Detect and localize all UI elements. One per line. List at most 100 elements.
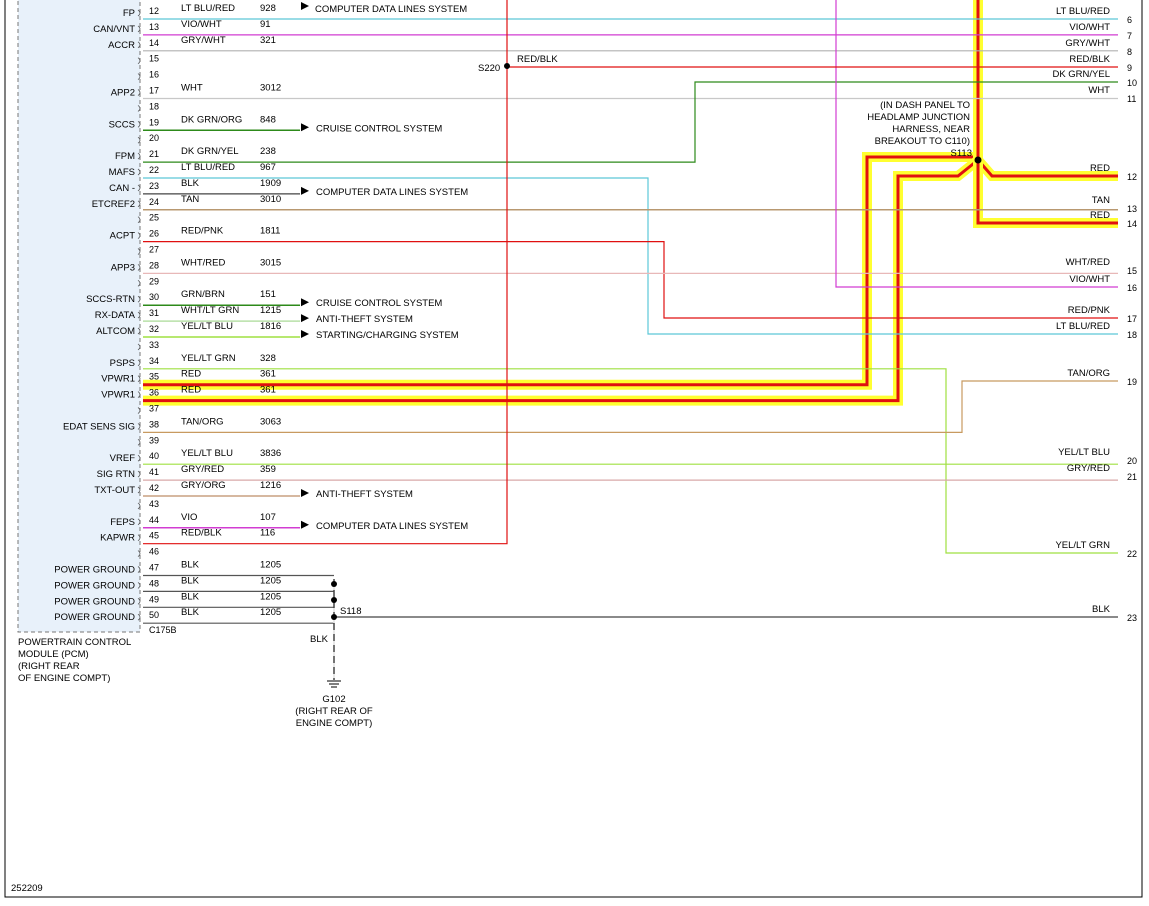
wire-pin21 bbox=[143, 81, 1118, 163]
pin-function-label: POWER GROUND bbox=[54, 565, 135, 576]
pin-number: 30 bbox=[149, 292, 159, 302]
wire-color-label: YEL/LT BLU bbox=[181, 321, 233, 332]
system-label: ANTI-THEFT SYSTEM bbox=[316, 314, 413, 325]
pin-terminal bbox=[137, 9, 141, 17]
circuit-number: 151 bbox=[260, 289, 276, 300]
terminal-number: 13 bbox=[1127, 204, 1137, 214]
pin-terminal bbox=[137, 534, 141, 542]
circuit-number: 3015 bbox=[260, 257, 281, 268]
terminal-number: 7 bbox=[1127, 31, 1132, 41]
ground-name: G102 bbox=[322, 694, 345, 705]
pin-number: 35 bbox=[149, 372, 159, 382]
pin-number: 42 bbox=[149, 483, 159, 493]
pin-number: 50 bbox=[149, 610, 159, 620]
s118-label: S118 bbox=[340, 606, 361, 617]
circuit-number: 1205 bbox=[260, 575, 281, 586]
pin-terminal bbox=[137, 25, 141, 33]
wire-color-label: TAN/ORG bbox=[181, 416, 224, 427]
system-arrow bbox=[301, 298, 309, 307]
wire-color-label: BLK bbox=[181, 560, 200, 571]
terminal-number: 11 bbox=[1127, 94, 1136, 104]
pin-function-label: KAPWR bbox=[100, 533, 135, 544]
pin-terminal bbox=[137, 295, 141, 303]
circuit-number: 928 bbox=[260, 3, 276, 14]
pin-number: 15 bbox=[149, 54, 159, 64]
pin-function-label: SCCS bbox=[109, 119, 135, 130]
wire-color-label: BLK bbox=[181, 591, 200, 602]
system-arrow bbox=[301, 489, 309, 497]
wire-color-label: TAN bbox=[181, 194, 199, 205]
pin-terminal bbox=[137, 264, 141, 271]
pin-terminal bbox=[137, 343, 141, 351]
pin-number: 24 bbox=[149, 197, 159, 207]
wire-pin22 bbox=[143, 177, 1118, 335]
circuit-number: 1811 bbox=[260, 226, 280, 237]
pin-number: 25 bbox=[149, 213, 159, 223]
terminal-wire-label: GRY/RED bbox=[1067, 463, 1110, 474]
module-name-line-3: (RIGHT REAR bbox=[18, 661, 80, 672]
system-label: STARTING/CHARGING SYSTEM bbox=[316, 330, 459, 341]
terminal-wire-label: LT BLU/RED bbox=[1056, 321, 1110, 332]
pin-terminal bbox=[137, 582, 141, 589]
pin-number: 45 bbox=[149, 531, 159, 541]
pin-terminal bbox=[137, 184, 141, 192]
terminal-number: 10 bbox=[1127, 78, 1137, 88]
ground-location-line-2: ENGINE COMPT) bbox=[296, 718, 373, 729]
circuit-number: 361 bbox=[260, 385, 276, 396]
circuit-number: 116 bbox=[260, 528, 275, 539]
pin-number: 41 bbox=[149, 467, 159, 477]
ground-wire-label: BLK bbox=[310, 634, 329, 645]
module-name-line-4: OF ENGINE COMPT) bbox=[18, 673, 110, 684]
wire-color-label: YEL/LT GRN bbox=[181, 353, 236, 364]
system-arrow bbox=[301, 314, 309, 323]
circuit-number: 1215 bbox=[260, 305, 281, 316]
pin-terminal bbox=[137, 566, 141, 573]
wire-color-label: YEL/LT BLU bbox=[181, 448, 233, 459]
circuit-number: 1205 bbox=[260, 591, 281, 602]
circuit-number: 3836 bbox=[260, 448, 281, 459]
system-arrow bbox=[301, 123, 309, 132]
terminal-wire-label: TAN/ORG bbox=[1067, 368, 1110, 379]
pin-number: 27 bbox=[149, 245, 159, 255]
wire-color-label: GRN/BRN bbox=[181, 289, 225, 300]
wire-color-label: BLK bbox=[181, 607, 200, 618]
pin-terminal bbox=[137, 470, 141, 478]
pin-function-label: FP bbox=[123, 8, 135, 19]
pin-number: 21 bbox=[149, 149, 159, 159]
system-arrow bbox=[301, 186, 309, 195]
pin-terminal bbox=[137, 502, 141, 510]
pin-function-label: VPWR1 bbox=[101, 374, 135, 385]
circuit-number: 3010 bbox=[260, 194, 281, 205]
pin-number: 48 bbox=[149, 578, 159, 588]
pin-number: 31 bbox=[149, 308, 159, 318]
pin-terminal bbox=[137, 105, 141, 112]
pin-terminal bbox=[137, 613, 141, 621]
terminal-number: 21 bbox=[1127, 472, 1137, 482]
terminal-number: 9 bbox=[1127, 63, 1132, 73]
pin-number: 17 bbox=[149, 86, 159, 96]
pin-terminal bbox=[137, 57, 141, 65]
terminal-wire-label: LT BLU/RED bbox=[1056, 6, 1110, 17]
circuit-number: 1205 bbox=[260, 607, 281, 618]
circuit-number: 328 bbox=[260, 353, 276, 364]
circuit-number: 321 bbox=[260, 35, 276, 46]
pin-terminal bbox=[137, 327, 141, 335]
pin-function-label: VPWR1 bbox=[101, 390, 135, 401]
figure-id: 252209 bbox=[11, 883, 43, 894]
pin-function-label: EDAT SENS SIG bbox=[63, 421, 135, 432]
wire-color-label: DK GRN/YEL bbox=[181, 146, 239, 157]
terminal-wire-label: DK GRN/YEL bbox=[1052, 69, 1110, 80]
terminal-wire-label: BLK bbox=[1092, 604, 1111, 615]
pin-terminal bbox=[137, 248, 141, 255]
pin-function-label: POWER GROUND bbox=[54, 580, 135, 591]
highlighted-circuit-layer bbox=[143, 0, 1118, 406]
pin-number: 14 bbox=[149, 38, 159, 48]
module-name-line-1: POWERTRAIN CONTROL bbox=[18, 637, 131, 648]
pin-number: 38 bbox=[149, 419, 159, 429]
terminal-number: 22 bbox=[1127, 549, 1137, 559]
circuit-number: 359 bbox=[260, 464, 276, 475]
s113-note-line-1: (IN DASH PANEL TO bbox=[880, 100, 970, 111]
terminal-wire-label: RED/BLK bbox=[1069, 54, 1110, 65]
